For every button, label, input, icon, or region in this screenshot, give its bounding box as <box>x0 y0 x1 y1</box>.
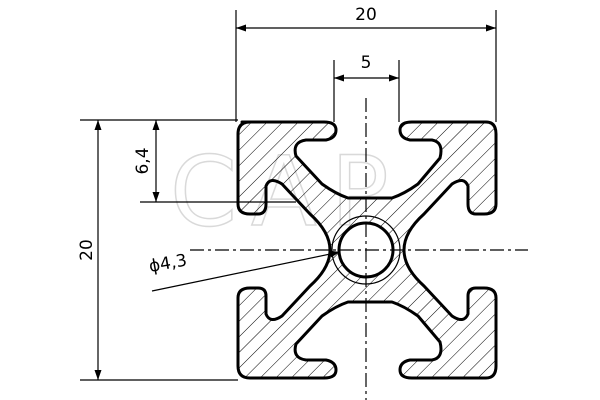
bore-diameter-label: ϕ4,3 <box>147 251 188 277</box>
overall-width-label: 20 <box>355 5 377 25</box>
slot-depth-label: 6,4 <box>133 147 153 174</box>
center-lines <box>190 98 528 400</box>
bore-leader-line <box>151 250 341 292</box>
overall-height-label: 20 <box>77 239 97 261</box>
dimension-lines <box>94 24 496 380</box>
slot-width-label: 5 <box>361 53 372 73</box>
